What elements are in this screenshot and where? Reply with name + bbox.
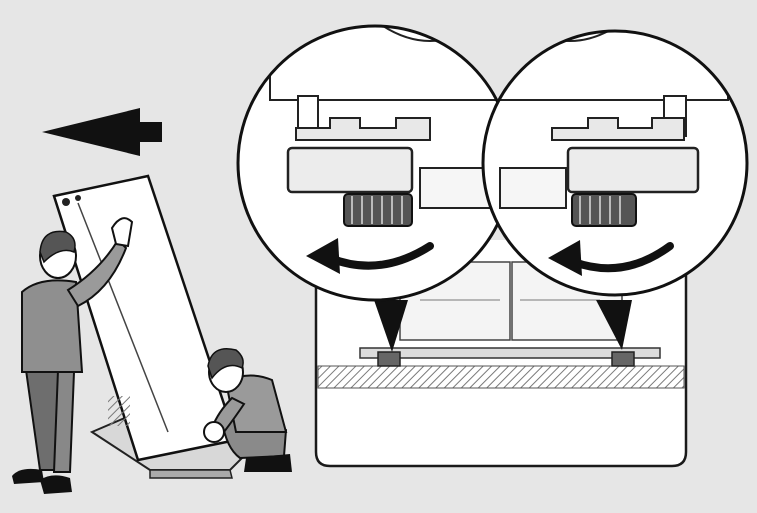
leveling-foot-left	[378, 352, 400, 366]
leveling-knob-right	[572, 194, 636, 226]
leveling-knob-left	[344, 194, 412, 226]
leveling-foot-right	[612, 352, 634, 366]
floor-hatch	[318, 366, 684, 388]
